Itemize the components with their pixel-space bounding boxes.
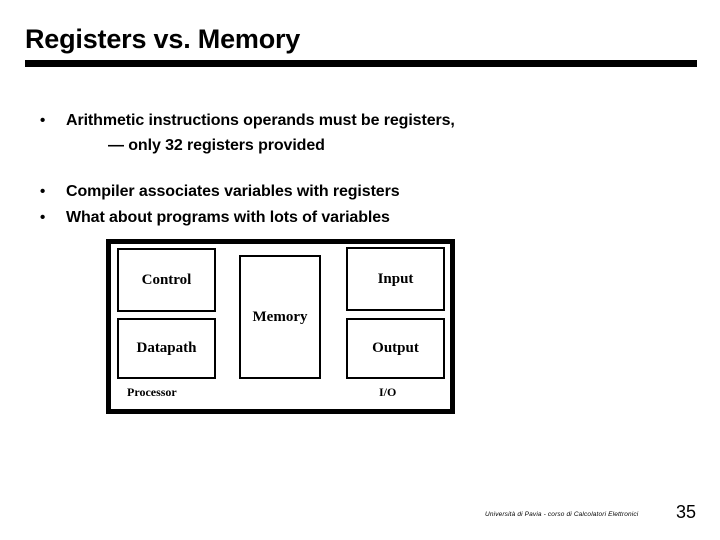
list-item-text: Arithmetic instructions operands must be… — [66, 112, 455, 129]
diagram-label-io: I/O — [379, 385, 397, 399]
page-number: 35 — [676, 502, 697, 522]
bullet-marker-icon: • — [40, 183, 46, 200]
list-item: • Compiler associates variables with reg… — [0, 179, 720, 204]
diagram-box-datapath: Datapath — [117, 318, 216, 379]
title-underline-rule — [25, 60, 697, 67]
bullet-list: • Arithmetic instructions operands must … — [0, 108, 720, 230]
diagram-box-control: Control — [117, 248, 216, 312]
bullet-marker-icon: • — [40, 112, 46, 129]
diagram-box-input: Input — [346, 247, 445, 311]
diagram-box-output: Output — [346, 318, 445, 379]
list-item-text: What about programs with lots of variabl… — [66, 209, 390, 226]
list-item: • What about programs with lots of varia… — [0, 205, 720, 230]
page-title: Registers vs. Memory — [25, 24, 301, 54]
list-item-subtext: — only 32 registers provided — [108, 137, 325, 154]
list-item: • Arithmetic instructions operands must … — [0, 108, 720, 158]
bullet-marker-icon: • — [40, 209, 46, 226]
computer-architecture-diagram: Control Datapath Memory Input Output Pro… — [106, 239, 455, 414]
diagram-label-processor: Processor — [127, 385, 177, 399]
list-item-text: Compiler associates variables with regis… — [66, 183, 400, 200]
diagram-box-memory: Memory — [239, 255, 321, 379]
footer-credit: Università di Pavia - corso di Calcolato… — [485, 511, 639, 518]
